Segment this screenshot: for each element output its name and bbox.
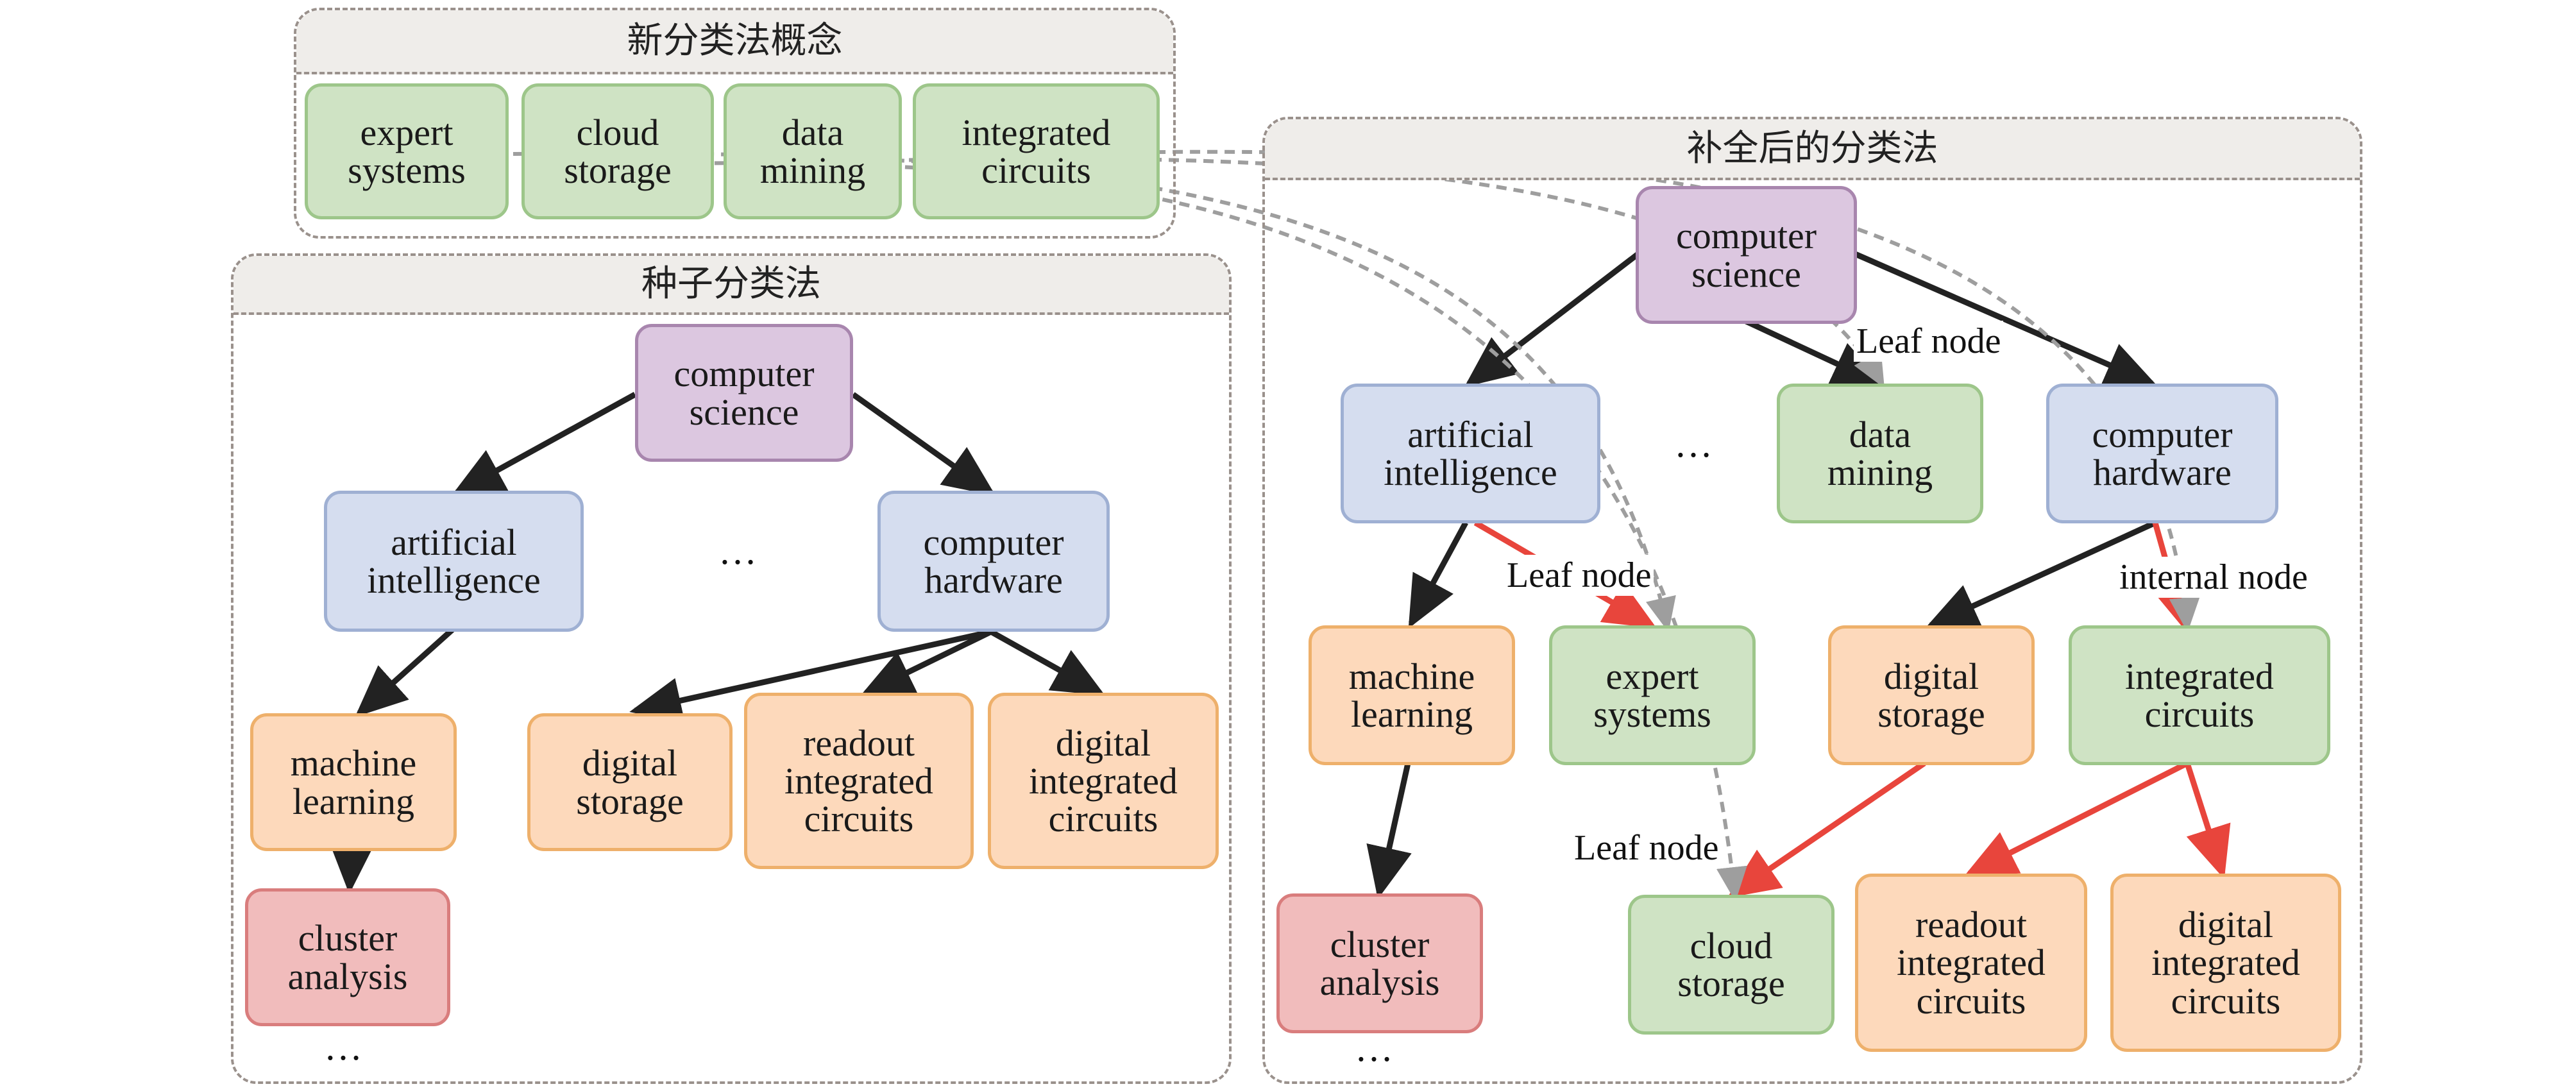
edge-seed-ml-cluster — [328, 841, 375, 894]
concept-node-data-mining: data mining — [724, 83, 902, 219]
completed-node-integrated-circuits: integrated circuits — [2069, 625, 2330, 765]
seed-node-digital-integrated-circuits: digital integrated circuits — [988, 693, 1219, 869]
edge-seed-hardware-storage — [629, 629, 992, 723]
seed-node-computer-science: computer science — [635, 324, 853, 462]
completed-ellipsis-bottom: … — [1355, 1027, 1393, 1069]
edge-comp-root-ai — [1464, 251, 1641, 387]
edge-seed-ai-ml — [355, 627, 455, 718]
edge-new-ic-digital — [2184, 762, 2231, 879]
seed-taxonomy-title: 种子分类法 — [233, 256, 1229, 315]
completed-node-readout-integrated-circuits: readout integrated circuits — [1855, 874, 2087, 1052]
seed-tree-edges — [328, 392, 1105, 894]
seed-node-computer-hardware: computer hardware — [877, 491, 1110, 632]
edge-seed-root-ai — [452, 392, 637, 496]
completed-taxonomy-panel: 补全后的分类法 — [1262, 117, 2362, 1084]
label-leaf-node-expert-systems: Leaf node — [1504, 555, 1654, 596]
edge-seed-hardware-digital — [989, 629, 1105, 696]
seed-node-artificial-intelligence: artificial intelligence — [324, 491, 584, 632]
completed-taxonomy-title: 补全后的分类法 — [1265, 119, 2360, 180]
completed-node-artificial-intelligence: artificial intelligence — [1341, 384, 1600, 523]
edge-seed-root-hardware — [851, 392, 996, 496]
completed-node-cloud-storage: cloud storage — [1628, 895, 1835, 1035]
completed-node-expert-systems: expert systems — [1549, 625, 1756, 765]
label-leaf-node-cloud-storage: Leaf node — [1572, 827, 1722, 868]
concept-node-cloud-storage: cloud storage — [521, 83, 714, 219]
new-concepts-panel: 新分类法概念 — [294, 8, 1176, 239]
completed-node-computer-hardware: computer hardware — [2046, 384, 2278, 523]
seed-node-readout-integrated-circuits: readout integrated circuits — [744, 693, 974, 869]
label-leaf-node-data-mining: Leaf node — [1854, 321, 2004, 362]
edge-new-ic-readout — [1963, 760, 2189, 877]
seed-node-cluster-analysis: cluster analysis — [245, 888, 450, 1026]
seed-node-digital-storage: digital storage — [527, 713, 733, 851]
edge-comp-ml-cluster — [1366, 763, 1412, 899]
completed-node-digital-integrated-circuits: digital integrated circuits — [2110, 874, 2341, 1052]
concept-node-integrated-circuits: integrated circuits — [913, 83, 1160, 219]
completed-node-digital-storage: digital storage — [1828, 625, 2035, 765]
seed-ellipsis-bottom: … — [324, 1026, 362, 1068]
concept-node-expert-systems: expert systems — [305, 83, 509, 219]
edge-comp-ai-ml — [1408, 521, 1468, 629]
completed-node-machine-learning: machine learning — [1309, 625, 1515, 765]
seed-taxonomy-panel: 种子分类法 — [231, 253, 1232, 1084]
edge-new-storage-cloud — [1727, 761, 1926, 899]
completed-ellipsis-middle: … — [1674, 423, 1713, 465]
edge-comp-hardware-storage — [1925, 520, 2157, 629]
edge-seed-hardware-readout — [860, 629, 992, 696]
edge-comp-root-hardware — [1852, 250, 2158, 387]
completed-node-data-mining: data mining — [1777, 384, 1983, 523]
completed-node-cluster-analysis: cluster analysis — [1276, 893, 1483, 1033]
seed-ellipsis-middle: … — [718, 530, 757, 572]
completed-node-computer-science: computer science — [1636, 186, 1857, 324]
seed-node-machine-learning: machine learning — [250, 713, 457, 851]
new-concepts-title: 新分类法概念 — [296, 10, 1173, 74]
label-internal-node: internal node — [2117, 557, 2310, 598]
